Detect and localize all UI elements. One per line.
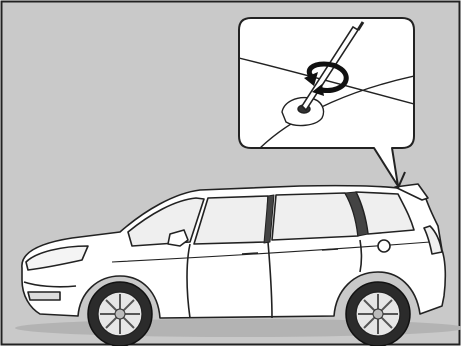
rear-door-window [272, 193, 358, 240]
front-wheel [88, 282, 152, 346]
rear-wheel [346, 282, 410, 346]
